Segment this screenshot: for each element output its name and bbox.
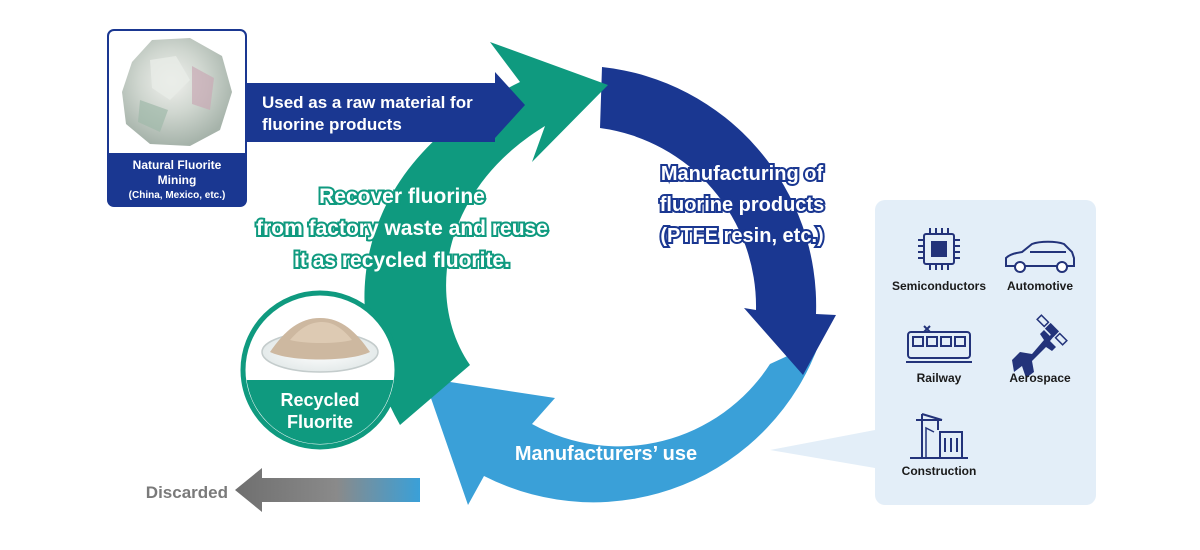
chip-icon [918, 228, 960, 270]
manufacturing-line3: (PTFE resin, etc.) [660, 225, 823, 247]
raw-material-line1: Used as a raw material for [262, 93, 473, 112]
recycled-line2: Fluorite [287, 412, 353, 432]
car-icon [1005, 240, 1075, 273]
app-label-construction: Construction [902, 464, 977, 478]
mining-title2: Mining [158, 173, 197, 187]
recycled-powder-dish-image [261, 318, 379, 373]
panel-background [875, 200, 1096, 505]
manufacturers-use-label: Manufacturers’ use [515, 443, 697, 465]
fluorite-rock-image [122, 38, 232, 146]
recover-arrow [364, 42, 608, 425]
discarded-arrow [235, 468, 420, 512]
recycled-fluorite-badge [240, 290, 400, 450]
applications-panel [770, 200, 1096, 505]
manufacturing-text: Manufacturing of fluorine products (PTFE… [658, 161, 826, 249]
building-crane-icon [910, 413, 968, 459]
app-label-automotive: Automotive [1007, 279, 1073, 293]
manufacturers-use-arrow [424, 341, 820, 505]
manufacturing-arrow [600, 67, 836, 375]
recover-line2: from factory waste and reuse [256, 217, 548, 240]
app-label-semiconductors: Semiconductors [892, 279, 986, 293]
recover-line3: it as recycled fluorite. [294, 249, 510, 272]
train-icon [906, 325, 972, 363]
manufacturing-line1: Manufacturing of [661, 163, 824, 185]
manufacturing-line2: fluorine products [660, 194, 824, 216]
mining-sub: (China, Mexico, etc.) [129, 190, 226, 201]
raw-material-line2: fluorine products [262, 115, 402, 134]
panel-pointer [770, 430, 875, 468]
card-caption-bg [108, 153, 246, 206]
natural-fluorite-card [107, 29, 247, 207]
recycled-line1: Recycled [280, 390, 359, 410]
raw-material-arrow [232, 72, 525, 142]
app-label-aerospace: Aerospace [1009, 371, 1071, 385]
mining-title: Natural Fluorite [133, 158, 222, 172]
recover-text: Recover fluorine from factory waste and … [254, 183, 550, 274]
recover-line1: Recover fluorine [319, 185, 485, 208]
airplane-satellite-icon [1012, 314, 1068, 378]
app-label-railway: Railway [917, 371, 962, 385]
discarded-label: Discarded [146, 483, 228, 502]
